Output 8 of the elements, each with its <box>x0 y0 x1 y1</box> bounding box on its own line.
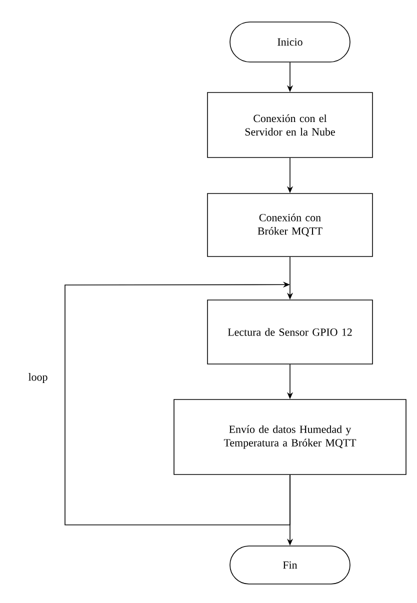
loop-arrow <box>64 282 290 526</box>
process-box: Lectura de Sensor GPIO 12 <box>207 300 373 364</box>
process-box: Envío de datos Humedad y Temperatura a Bróker MQTT <box>174 399 406 475</box>
terminal-box: Inicio <box>230 22 350 62</box>
edge-label: loop <box>28 373 48 383</box>
terminal-box: Fin <box>230 546 350 584</box>
process-box: Conexión con el Servidor en la Nube <box>207 92 373 158</box>
process-box: Conexión con Bróker MQTT <box>207 193 373 257</box>
